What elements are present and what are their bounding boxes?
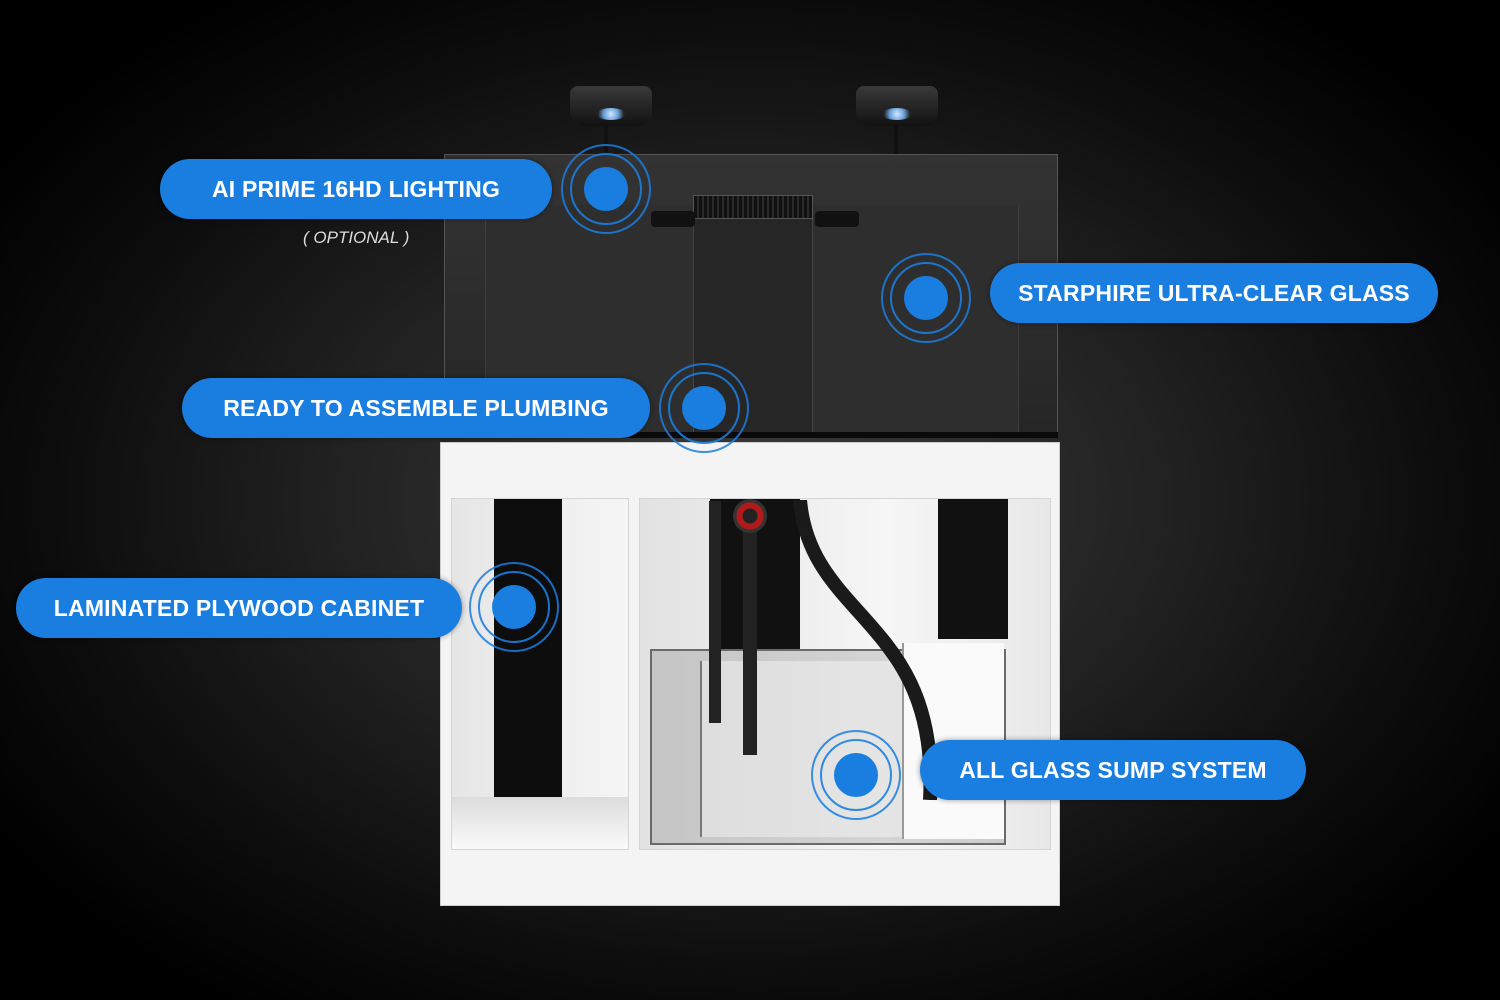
- gate-valve: [733, 499, 767, 533]
- hotspot-sump[interactable]: [811, 730, 901, 820]
- return-hose: [793, 500, 938, 800]
- callout-plumbing: READY TO ASSEMBLE PLUMBING: [182, 378, 650, 438]
- left-bay-floor: [452, 797, 628, 849]
- drain-pipe-left: [709, 501, 721, 723]
- tank-base-trim: [444, 432, 1058, 438]
- callout-lighting: AI PRIME 16HD LIGHTING: [160, 159, 552, 219]
- light-arm-left: [604, 124, 608, 156]
- aquarium-light-right: [856, 86, 938, 126]
- hotspot-inner-ring: [890, 262, 962, 334]
- hotspot-dot: [584, 167, 628, 211]
- right-bay-shadow-right: [938, 499, 1008, 639]
- hotspot-outer-ring: [881, 253, 971, 343]
- hotspot-inner-ring: [570, 153, 642, 225]
- hotspot-outer-ring: [561, 144, 651, 234]
- drain-pipe-center: [743, 513, 757, 755]
- return-nozzle-left: [651, 211, 695, 227]
- callout-cabinet-label: LAMINATED PLYWOOD CABINET: [53, 594, 425, 621]
- callout-cabinet: LAMINATED PLYWOOD CABINET: [16, 578, 462, 638]
- hotspot-outer-ring: [811, 730, 901, 820]
- cabinet-left-bay: [451, 498, 629, 850]
- hotspot-dot: [904, 276, 948, 320]
- callout-sump-label: ALL GLASS SUMP SYSTEM: [959, 756, 1267, 783]
- hotspot-dot: [682, 386, 726, 430]
- return-nozzle-right: [815, 211, 859, 227]
- hotspot-outer-ring: [659, 363, 749, 453]
- hotspot-plumbing[interactable]: [659, 363, 749, 453]
- hotspot-outer-ring: [469, 562, 559, 652]
- callout-plumbing-label: READY TO ASSEMBLE PLUMBING: [223, 394, 609, 421]
- hotspot-dot: [492, 585, 536, 629]
- hotspot-dot: [834, 753, 878, 797]
- hotspot-inner-ring: [820, 739, 892, 811]
- hotspot-glass[interactable]: [881, 253, 971, 343]
- lighting-optional-note: ( OPTIONAL ): [303, 228, 410, 247]
- hotspot-inner-ring: [478, 571, 550, 643]
- callout-sump: ALL GLASS SUMP SYSTEM: [920, 740, 1306, 800]
- callout-glass: STARPHIRE ULTRA-CLEAR GLASS: [990, 263, 1438, 323]
- hotspot-lighting[interactable]: [561, 144, 651, 234]
- overflow-comb: [693, 195, 813, 219]
- aquarium-cabinet: [440, 442, 1060, 906]
- callout-glass-label: STARPHIRE ULTRA-CLEAR GLASS: [1018, 279, 1410, 306]
- aquarium-light-left: [570, 86, 652, 126]
- hotspot-cabinet[interactable]: [469, 562, 559, 652]
- callout-lighting-label: AI PRIME 16HD LIGHTING: [211, 175, 501, 202]
- hotspot-inner-ring: [668, 372, 740, 444]
